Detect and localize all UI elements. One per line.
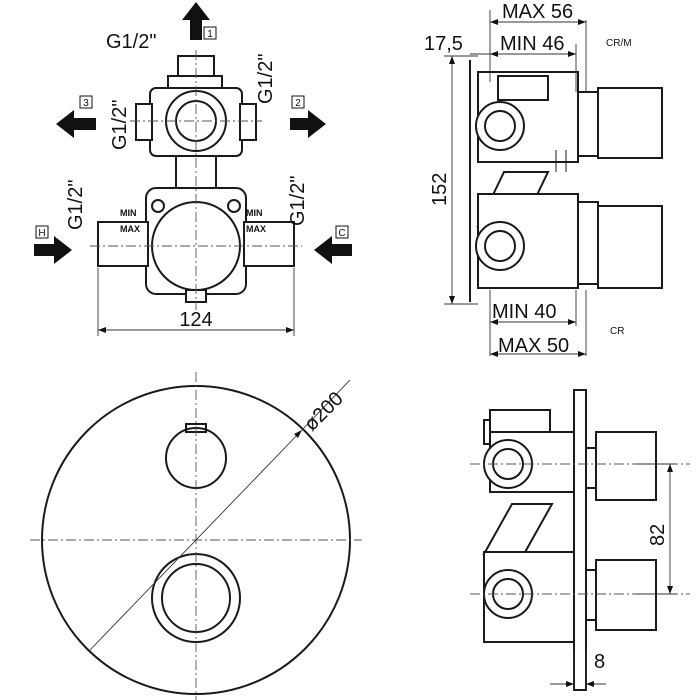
side-view-assembly bbox=[469, 60, 663, 302]
outlet-1-marker bbox=[203, 26, 217, 40]
dimension-thickness-label: 8 bbox=[594, 651, 605, 673]
finish-code-upper: CR/M bbox=[606, 38, 632, 49]
dimension-thickness-8 bbox=[550, 650, 606, 690]
finish-code-lower: CR bbox=[610, 326, 624, 337]
dimension-height-label: 152 bbox=[429, 173, 451, 206]
thread-upper-left: G1/2" bbox=[109, 100, 131, 150]
inlet-hot-marker bbox=[35, 225, 49, 239]
dimension-offset-label: 17,5 bbox=[424, 33, 463, 55]
dimension-width-124 bbox=[97, 268, 295, 336]
dimension-depth-top bbox=[470, 10, 587, 92]
valve-max-label-left: MAX bbox=[120, 224, 140, 234]
dimension-min-46-label: MIN 46 bbox=[500, 33, 564, 55]
side-view-with-plate bbox=[470, 389, 690, 691]
outlet-2-marker bbox=[291, 95, 305, 109]
outlet-3-marker bbox=[79, 95, 93, 109]
outlet-2-arrow bbox=[290, 110, 326, 138]
thread-top: G1/2" bbox=[106, 31, 156, 53]
inlet-cold-label: C bbox=[338, 228, 345, 239]
inlet-cold-arrow bbox=[314, 236, 352, 264]
dimension-depth-bottom bbox=[489, 290, 587, 357]
valve-min-label-right: MIN bbox=[246, 208, 263, 218]
front-view-valve-body bbox=[90, 50, 302, 310]
outlet-3-arrow bbox=[56, 110, 96, 138]
inlet-hot-arrow bbox=[34, 236, 72, 264]
dimension-min-40-label: MIN 40 bbox=[492, 301, 556, 323]
dimension-spacing-82 bbox=[636, 463, 676, 595]
valve-min-label-left: MIN bbox=[120, 208, 137, 218]
thread-lower-right: G1/2" bbox=[287, 176, 309, 226]
outlet-1-arrow bbox=[182, 2, 210, 40]
dimension-height-152 bbox=[444, 55, 478, 305]
outlet-1-label: 1 bbox=[207, 29, 213, 40]
valve-max-label-right: MAX bbox=[246, 224, 266, 234]
outlet-2-label: 2 bbox=[295, 98, 301, 109]
dimension-width-label: 124 bbox=[179, 309, 212, 331]
outlet-3-label: 3 bbox=[83, 98, 89, 109]
cover-plate-front bbox=[30, 372, 362, 700]
inlet-cold-marker bbox=[335, 225, 349, 239]
dimension-max-50-label: MAX 50 bbox=[498, 335, 569, 357]
thread-lower-left: G1/2" bbox=[65, 180, 87, 230]
thread-upper-right: G1/2" bbox=[255, 54, 277, 104]
inlet-hot-label: H bbox=[38, 228, 45, 239]
dimension-diameter-label: ø200 bbox=[300, 388, 348, 436]
dimension-max-56-label: MAX 56 bbox=[502, 1, 573, 23]
dimension-spacing-label: 82 bbox=[647, 524, 669, 546]
